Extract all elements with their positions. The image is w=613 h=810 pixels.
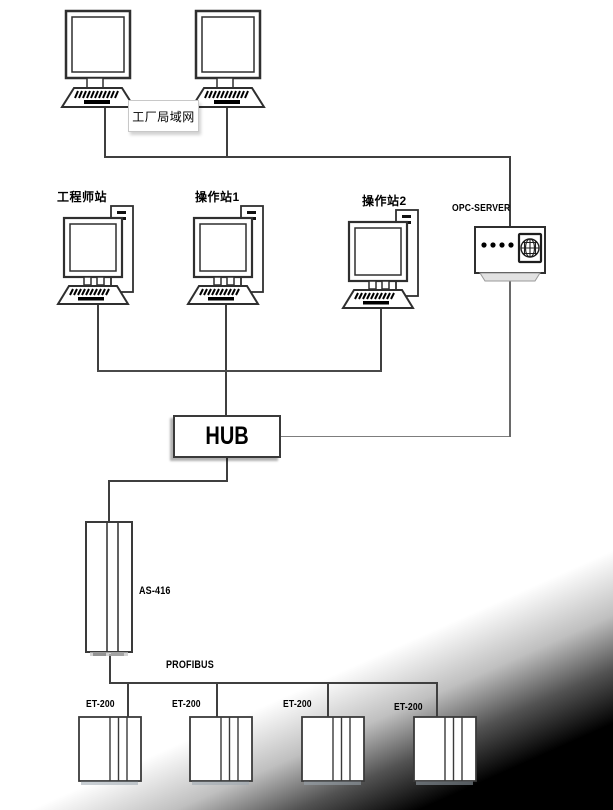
station-bus-line <box>97 370 382 372</box>
et200-label: ET-200 <box>86 698 115 710</box>
profibus-label: PROFIBUS <box>166 659 214 671</box>
indicator-dot <box>499 242 505 248</box>
et1-drop-line <box>127 684 129 717</box>
pc1-lan-link <box>104 108 106 157</box>
operator1-station-label: 操作站1 <box>195 190 240 204</box>
io-module-icon <box>78 716 142 785</box>
pc2-lan-link <box>226 108 228 157</box>
factory-lan-label: 工厂局域网 <box>132 109 195 124</box>
workstation-tower-icon <box>341 209 419 309</box>
as-uplink <box>108 480 110 522</box>
indicator-dot <box>481 242 487 248</box>
hub-opc-link <box>281 436 510 437</box>
et3-drop-line <box>327 684 329 717</box>
workstation-tower-icon <box>56 205 134 305</box>
factory-lan-label-box: 工厂局域网 <box>128 100 199 132</box>
indicator-dot <box>490 242 496 248</box>
lan-bus-line <box>104 156 511 158</box>
hub-as-elbow <box>108 480 228 482</box>
profibus-bus-line <box>109 682 438 684</box>
operator1-bus-link <box>225 302 227 372</box>
desktop-computer-icon <box>190 9 266 108</box>
et2-drop-line <box>216 684 218 717</box>
engineer-bus-link <box>97 302 99 372</box>
server-globe-icon <box>474 226 546 282</box>
hub-label: HUB <box>205 422 249 450</box>
hub-downlink <box>226 458 228 482</box>
opc-lan-link <box>509 156 511 228</box>
as416-label: AS-416 <box>139 585 171 597</box>
operator2-station-label: 操作站2 <box>362 194 407 208</box>
workstation-tower-icon <box>186 205 264 305</box>
opc-downlink <box>509 281 511 437</box>
indicator-dot <box>508 242 514 248</box>
plc-rack-icon <box>85 521 133 656</box>
et200-label: ET-200 <box>172 698 201 710</box>
opc-server-label: OPC-SERVER <box>452 202 511 214</box>
et4-drop-line <box>436 682 438 717</box>
desktop-computer-icon <box>60 9 136 108</box>
server-base <box>479 272 541 282</box>
io-module-icon <box>301 716 365 785</box>
et200-label: ET-200 <box>283 698 312 710</box>
hub-uplink <box>225 372 227 416</box>
globe-icon <box>517 232 543 264</box>
et200-label: ET-200 <box>394 701 423 713</box>
operator2-bus-link <box>380 306 382 372</box>
engineer-station-label: 工程师站 <box>57 190 108 204</box>
io-module-icon <box>189 716 253 785</box>
hub-box: HUB <box>173 415 281 458</box>
io-module-icon <box>413 716 477 785</box>
